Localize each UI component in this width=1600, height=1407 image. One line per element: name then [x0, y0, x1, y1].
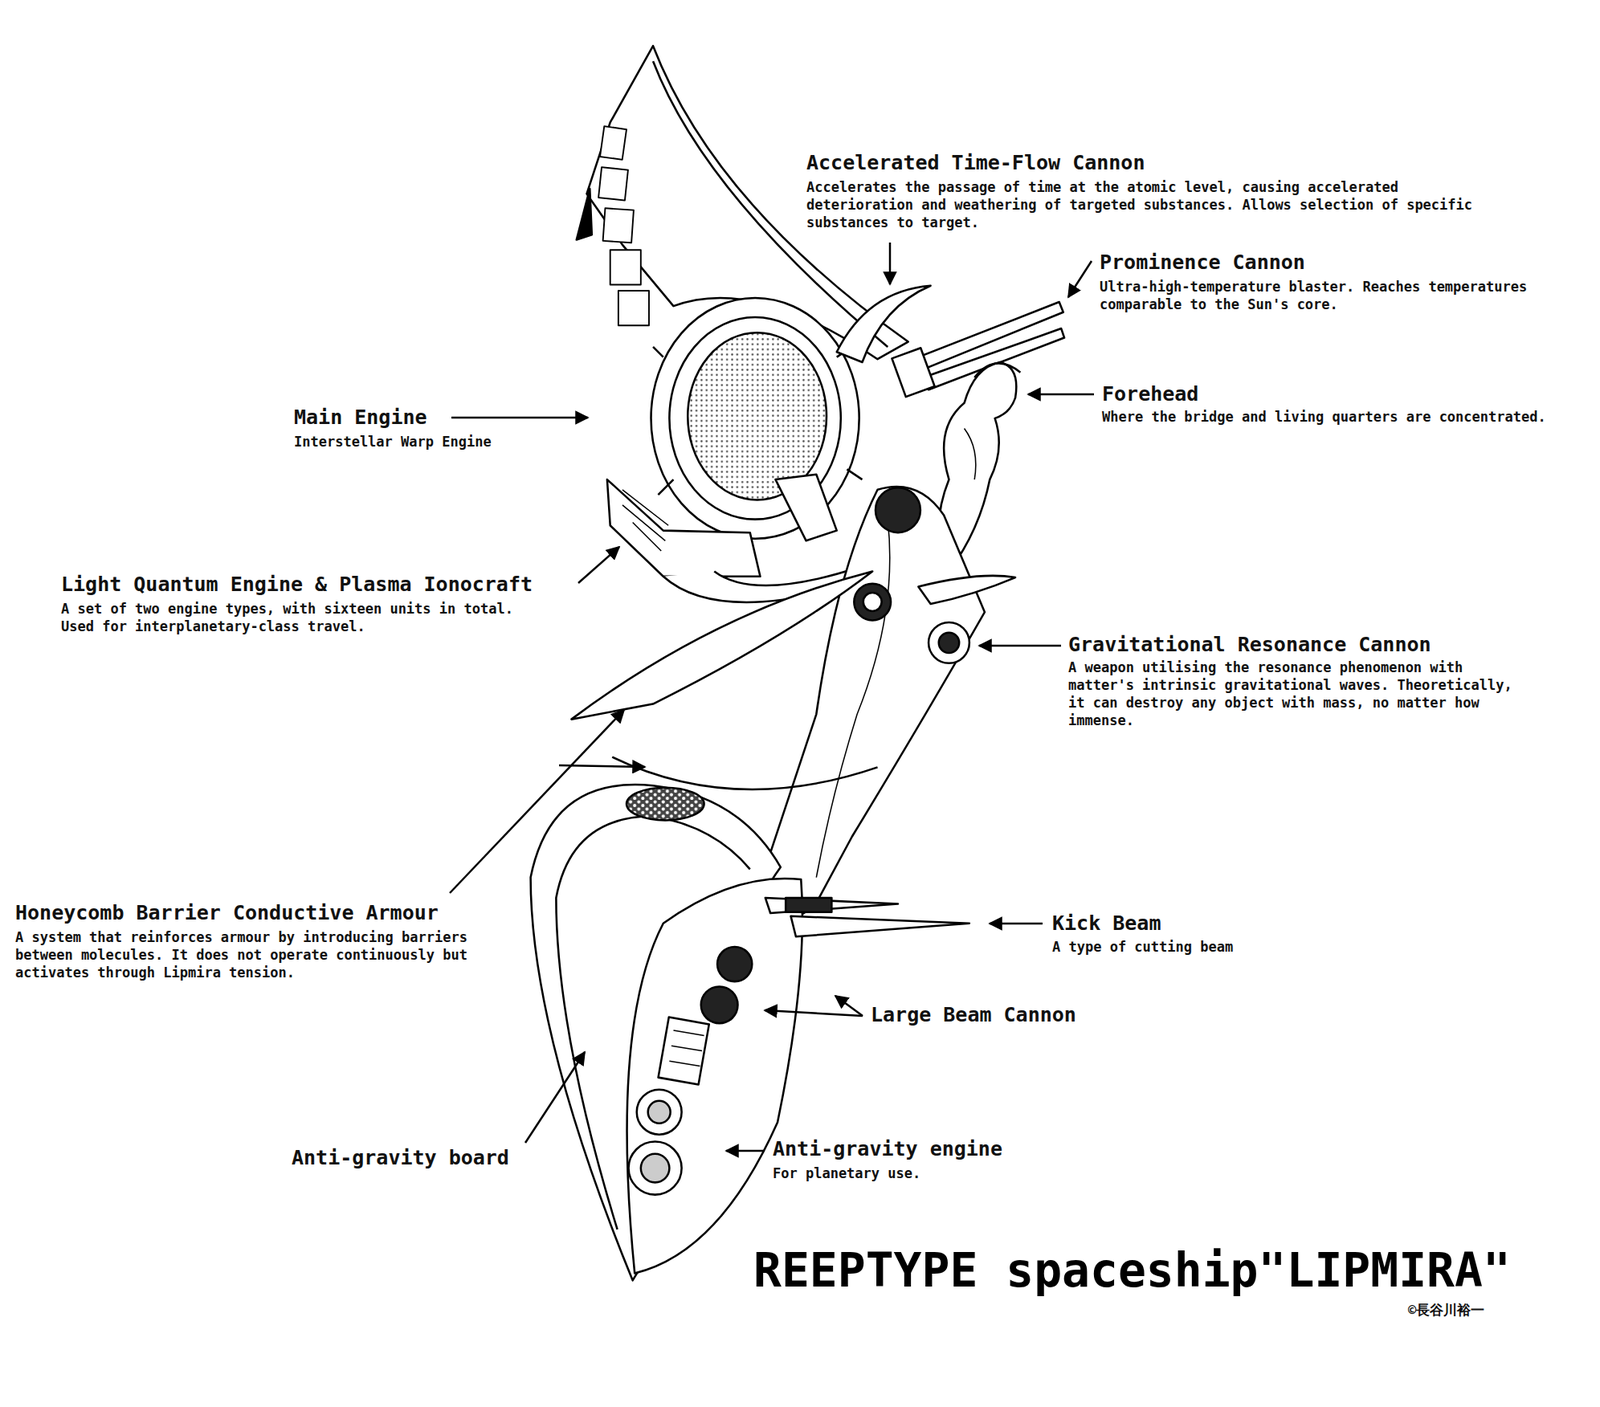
honeycomb-armour — [626, 787, 705, 821]
anti-gravity-engine — [627, 878, 803, 1274]
leader-line — [449, 710, 625, 894]
part-note: Ultra-high-temperature blaster. Reaches … — [1099, 277, 1550, 314]
leader-line — [889, 242, 892, 285]
part-note: Interstellar Warp Engine — [293, 432, 535, 451]
leader-line — [525, 1052, 585, 1143]
diagram-title: REEPTYPE spaceship"LIPMIRA" — [753, 1243, 1511, 1298]
part-note: Where the bridge and living quarters are… — [1102, 408, 1584, 426]
leader-line — [451, 416, 588, 420]
part-name: Honeycomb Barrier Conductive Armour — [15, 901, 439, 926]
leader-line — [979, 644, 1062, 648]
leader-line — [835, 995, 863, 1017]
leader-line — [1028, 393, 1094, 396]
part-note: A weapon utilising the resonance phenome… — [1068, 658, 1519, 730]
part-note: For planetary use. — [772, 1164, 1014, 1183]
part-name: Forehead — [1102, 382, 1199, 407]
part-name: Gravitational Resonance Cannon — [1068, 632, 1432, 658]
leader-line — [559, 765, 645, 768]
part-name: Large Beam Cannon — [870, 1003, 1077, 1028]
part-name: Main Engine — [293, 405, 428, 430]
ship-drawing — [530, 45, 1065, 1281]
part-note: A system that reinforces armour by intro… — [15, 928, 498, 982]
leader-line — [989, 922, 1043, 926]
part-name: Light Quantum Engine & Plasma Ionocraft — [61, 572, 533, 597]
part-name: Prominence Cannon — [1099, 250, 1306, 275]
part-name: Anti-gravity board — [291, 1146, 510, 1171]
leader-line — [726, 1150, 765, 1153]
part-name: Kick Beam — [1052, 911, 1161, 936]
leader-line — [578, 546, 620, 584]
part-note: Accelerates the passage of time at the a… — [806, 178, 1474, 232]
gravitational-resonance-cannon — [928, 622, 970, 664]
horn-wing — [571, 571, 873, 719]
leader-line — [1068, 261, 1092, 298]
part-name: Anti-gravity engine — [772, 1137, 1003, 1162]
leader-line — [764, 1010, 863, 1017]
part-name: Accelerated Time-Flow Cannon — [806, 151, 1145, 176]
main-engine — [651, 297, 860, 539]
part-note: A set of two engine types, with sixteen … — [61, 600, 543, 636]
copyright-note: ©長谷川裕一 — [1408, 1301, 1485, 1319]
part-note: A type of cutting beam — [1052, 938, 1310, 956]
kick-beam — [791, 916, 970, 937]
main-body — [757, 486, 985, 919]
light-quantum-engine — [607, 479, 761, 577]
leader-lines — [449, 242, 1094, 1152]
